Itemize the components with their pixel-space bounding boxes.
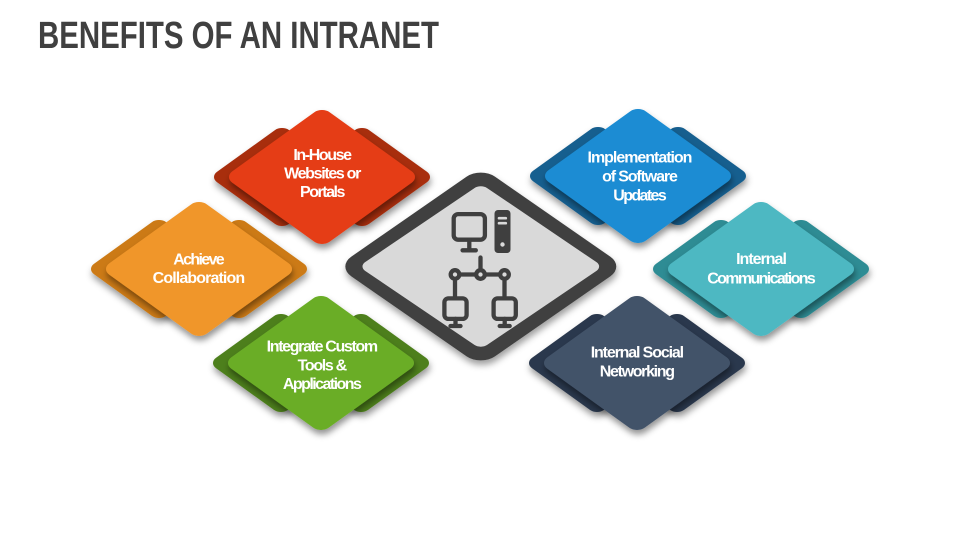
svg-text:Websites or: Websites or <box>284 166 361 183</box>
svg-text:Applications: Applications <box>283 376 362 393</box>
svg-text:Integrate Custom: Integrate Custom <box>267 339 379 356</box>
svg-text:Internal Social: Internal Social <box>591 344 684 361</box>
svg-text:Updates: Updates <box>613 188 667 205</box>
svg-text:Tools &: Tools & <box>298 357 348 374</box>
svg-text:Internal: Internal <box>736 251 787 268</box>
svg-text:Achieve: Achieve <box>173 251 224 268</box>
svg-text:Networking: Networking <box>600 363 675 380</box>
svg-text:Implementation: Implementation <box>588 150 693 167</box>
svg-text:BENEFITS OF AN INTRANET: BENEFITS OF AN INTRANET <box>38 15 439 57</box>
svg-text:Portals: Portals <box>300 184 345 201</box>
svg-text:Communications: Communications <box>707 270 816 287</box>
svg-text:In-House: In-House <box>293 147 352 164</box>
svg-text:Collaboration: Collaboration <box>153 270 246 287</box>
svg-text:of Software: of Software <box>602 169 678 186</box>
